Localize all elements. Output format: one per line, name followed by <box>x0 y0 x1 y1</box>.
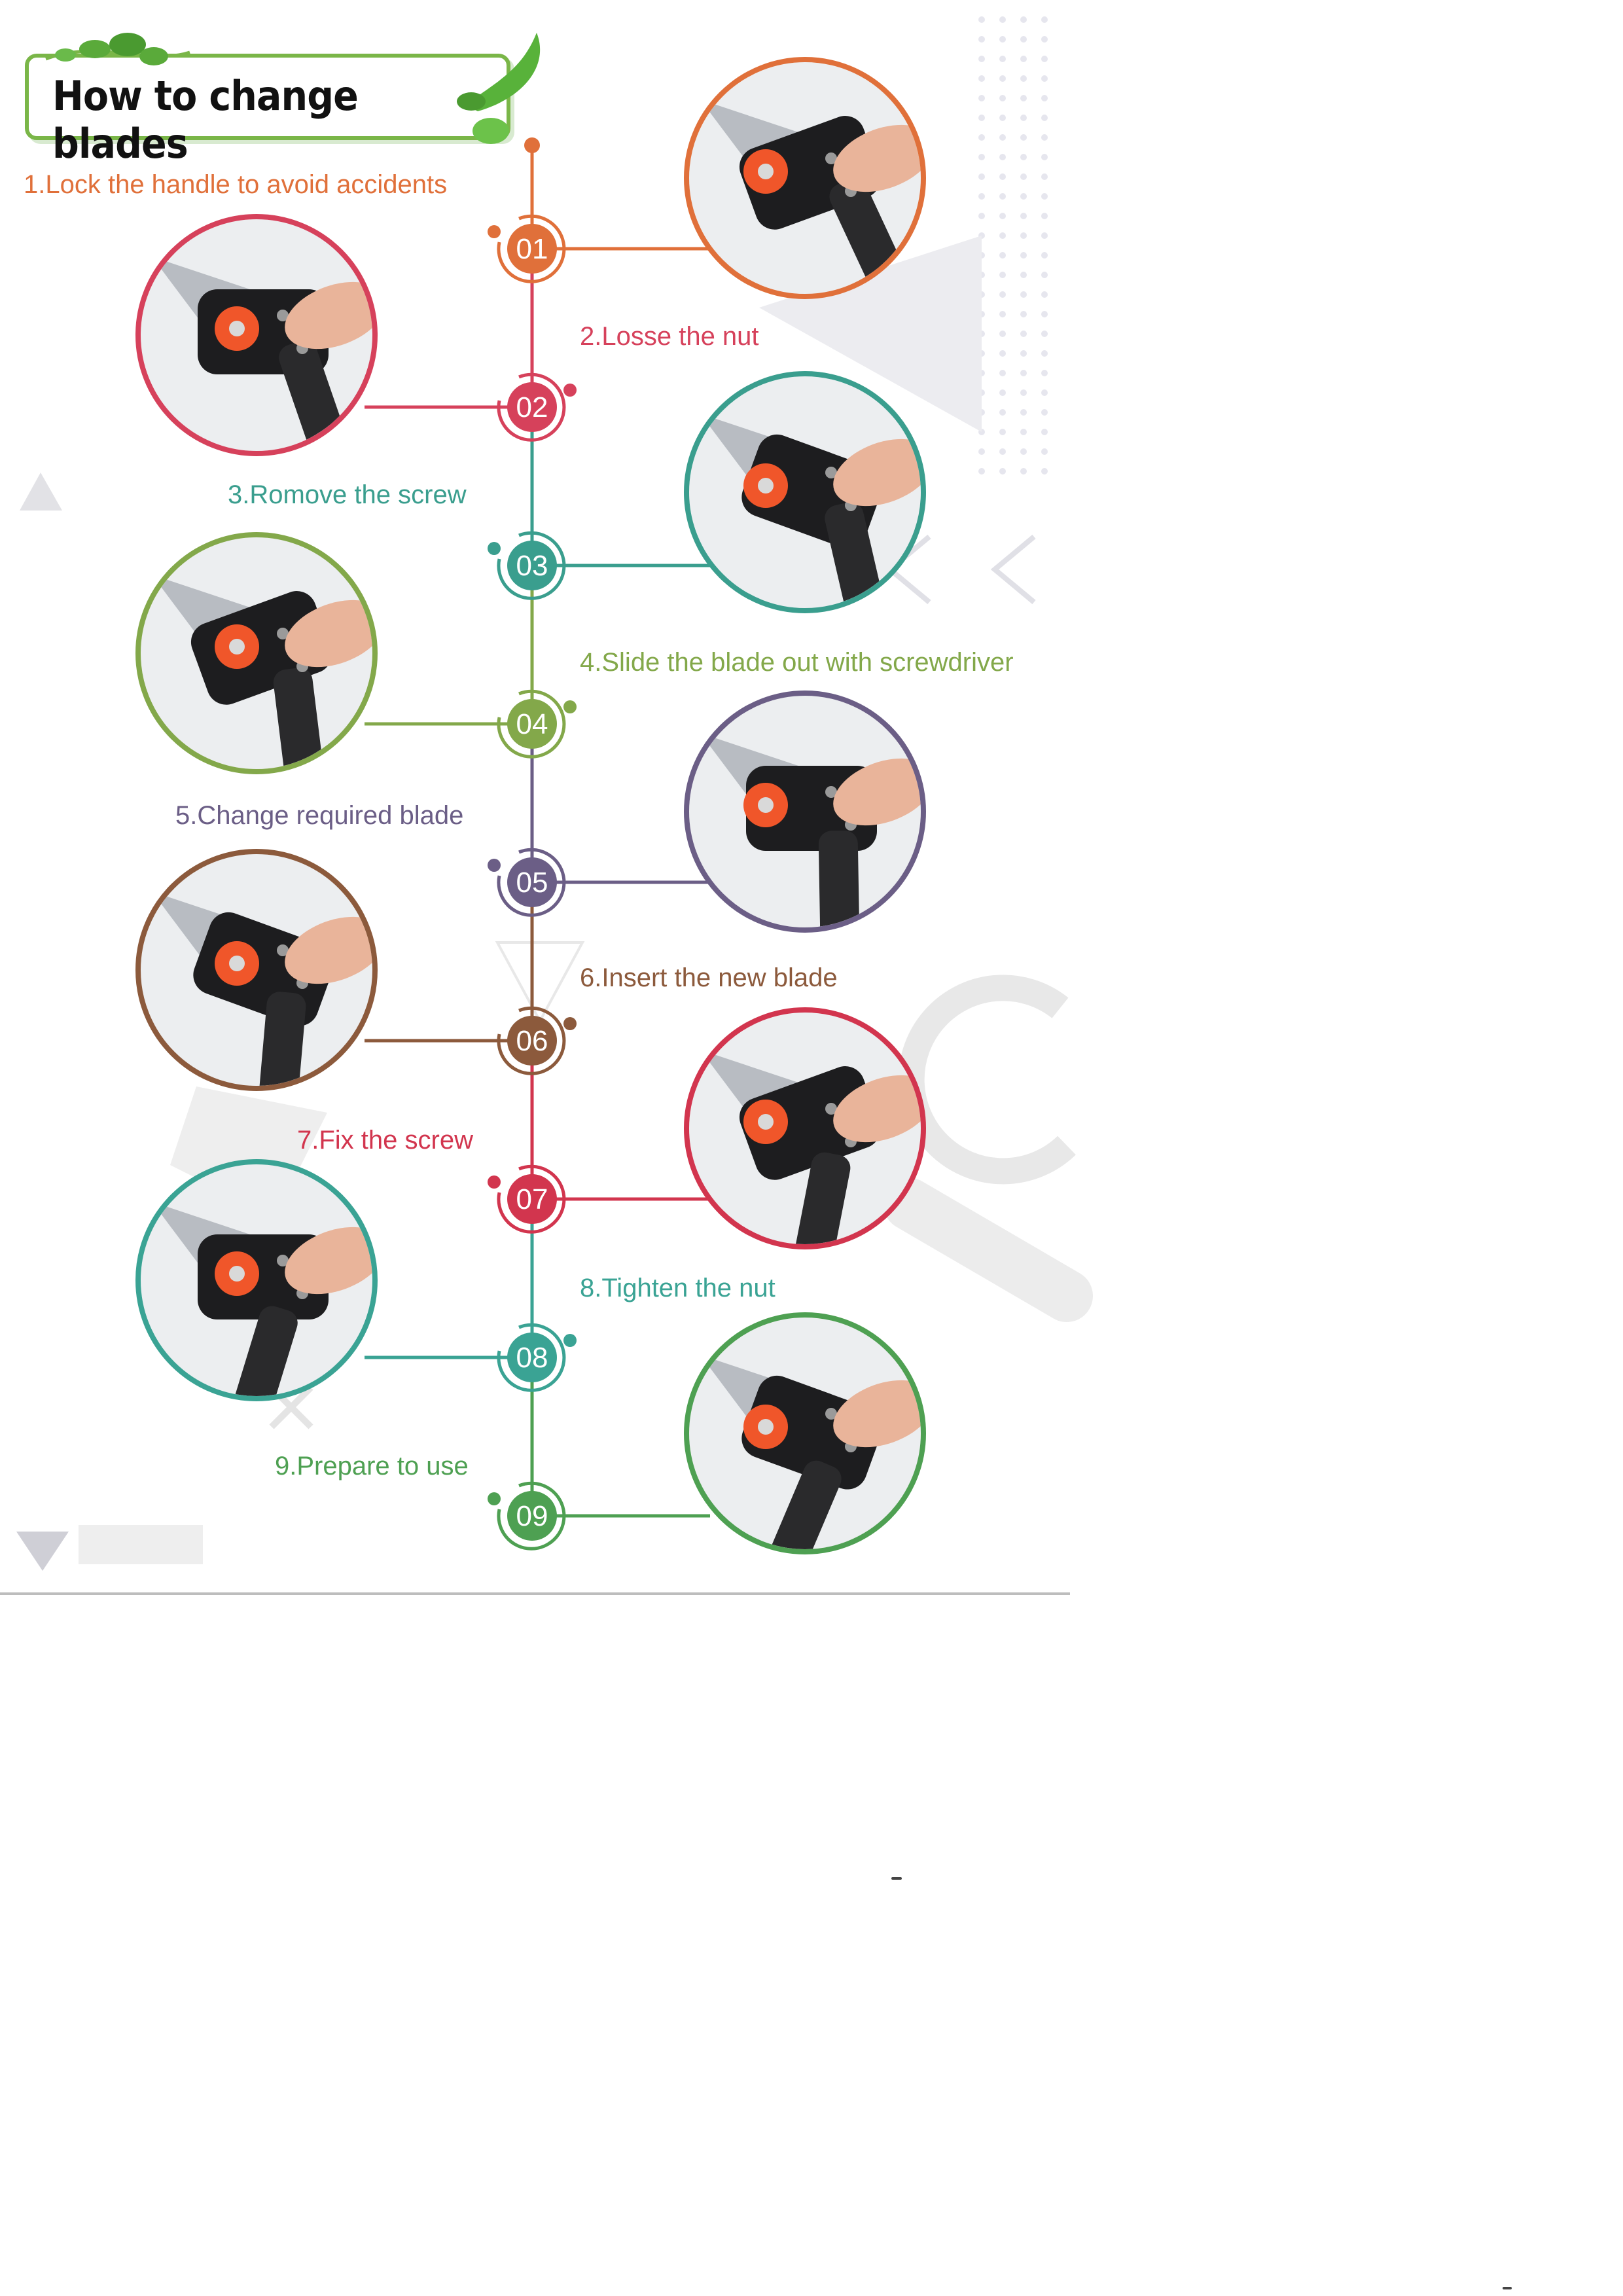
badge-number: 05 <box>516 867 548 899</box>
step-2-label: 2.Losse the nut <box>580 322 759 351</box>
badge-number: 09 <box>516 1500 548 1532</box>
connector-dot <box>488 859 501 872</box>
step-9-label: 9.Prepare to use <box>275 1452 469 1480</box>
badge-circle <box>507 699 557 749</box>
step-6-badge: 06 <box>497 1006 566 1075</box>
step-9-badge: 09 <box>497 1481 566 1551</box>
badge-number: 07 <box>516 1183 548 1215</box>
connector-dot <box>563 1334 577 1347</box>
badge-circle <box>507 541 557 590</box>
connector-dot <box>488 1175 501 1189</box>
badge-circle <box>507 224 557 274</box>
step-2-photo <box>135 214 378 456</box>
badge-circle <box>507 382 557 432</box>
step-9-photo <box>684 1312 926 1554</box>
badge-arc <box>497 1006 566 1075</box>
step-8-photo <box>135 1159 378 1401</box>
step-7-label: 7.Fix the screw <box>297 1126 473 1155</box>
connector-dot <box>563 700 577 713</box>
connector-dot <box>563 1017 577 1030</box>
step-8-label: 8.Tighten the nut <box>580 1274 776 1302</box>
badge-circle <box>507 1174 557 1224</box>
badge-number: 04 <box>516 708 548 740</box>
title-banner: How to change blades <box>25 54 510 168</box>
step-7-badge: 07 <box>497 1164 566 1234</box>
step-5-photo <box>684 691 926 933</box>
badge-circle <box>507 1333 557 1382</box>
step-4-photo <box>135 532 378 774</box>
step-1-badge: 01 <box>497 214 566 283</box>
scan-speck <box>891 1877 902 1880</box>
rectangle-decor <box>79 1525 203 1564</box>
step-5-badge: 05 <box>497 848 566 917</box>
badge-number: 01 <box>516 233 548 265</box>
badge-circle <box>507 1491 557 1541</box>
page-title: How to change blades <box>52 72 359 168</box>
step-1-label: 1.Lock the handle to avoid accidents <box>24 170 448 199</box>
chevron-decor <box>990 534 1036 605</box>
badge-number: 02 <box>516 391 548 423</box>
step-3-label: 3.Romove the screw <box>228 480 467 509</box>
badge-arc <box>497 214 566 283</box>
step-5-label: 5.Change required blade <box>175 801 464 830</box>
step-3-badge: 03 <box>497 531 566 600</box>
step-2-badge: 02 <box>497 372 566 442</box>
step-4-label: 4.Slide the blade out with screwdriver <box>580 648 1014 677</box>
connector-dot <box>488 1492 501 1505</box>
connector-dot <box>563 384 577 397</box>
leaf-icon <box>457 33 541 144</box>
step-4-badge: 04 <box>497 689 566 759</box>
badge-number: 06 <box>516 1025 548 1057</box>
badge-circle <box>507 857 557 907</box>
badge-arc <box>497 1481 566 1551</box>
step-6-photo <box>135 849 378 1091</box>
badge-arc <box>497 689 566 759</box>
step-8-badge: 08 <box>497 1323 566 1392</box>
step-6-label: 6.Insert the new blade <box>580 963 838 992</box>
pipe-decor <box>883 1178 1093 1322</box>
badge-circle <box>507 1016 557 1066</box>
badge-arc <box>497 531 566 600</box>
leaf-icon <box>45 33 190 65</box>
badge-arc <box>497 848 566 917</box>
scan-speck <box>1503 2287 1512 2289</box>
triangle-decor <box>20 473 62 511</box>
badge-arc <box>497 1323 566 1392</box>
triangle-decor <box>759 236 982 432</box>
connector-dot <box>488 542 501 555</box>
step-7-photo <box>684 1007 926 1249</box>
connector-dot <box>488 225 501 238</box>
bottom-divider <box>0 1592 1070 1595</box>
badge-arc <box>497 372 566 442</box>
badge-arc <box>497 1164 566 1234</box>
triangle-decor <box>16 1532 69 1571</box>
badge-number: 08 <box>516 1342 548 1374</box>
step-3-photo <box>684 371 926 613</box>
badge-number: 03 <box>516 550 548 582</box>
step-1-photo <box>684 57 926 299</box>
triangle-decor <box>495 941 585 1024</box>
